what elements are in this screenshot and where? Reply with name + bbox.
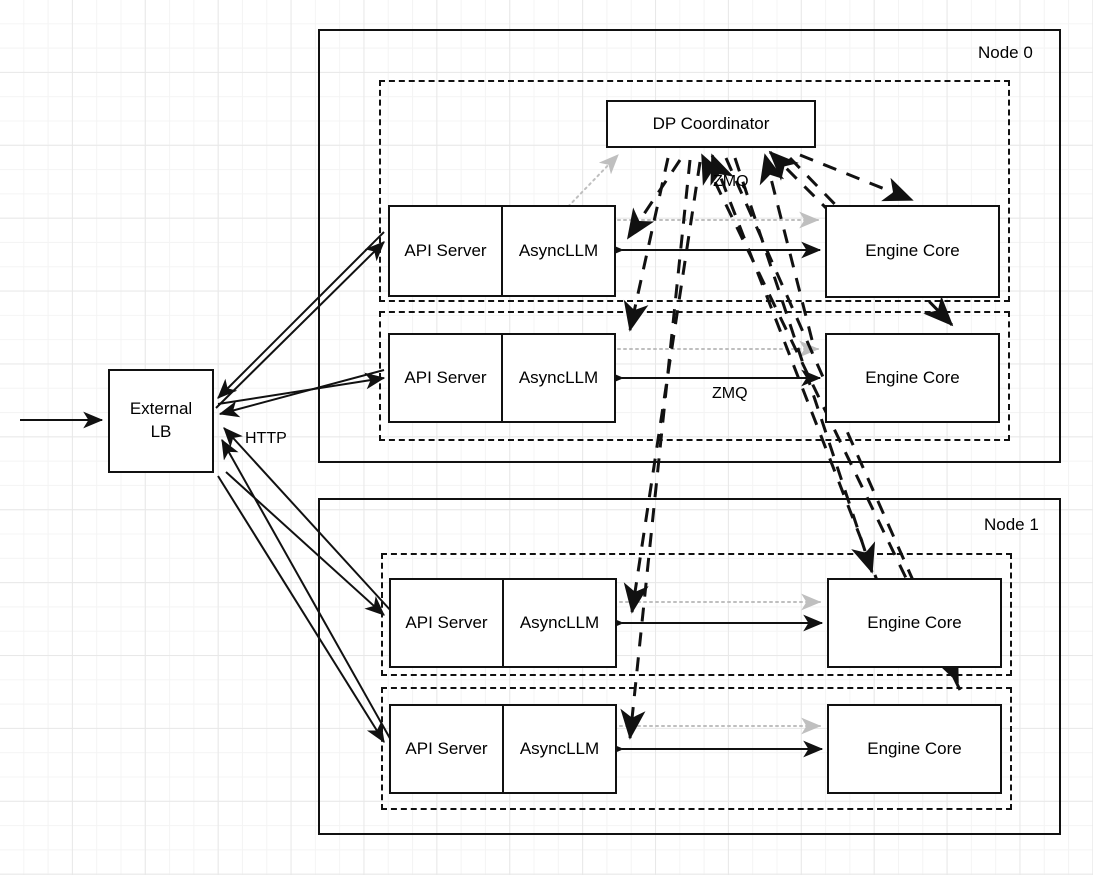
node-1-group-0-api-unit[interactable]: API Server AsyncLLM bbox=[389, 578, 617, 668]
node-0-label: Node 0 bbox=[978, 43, 1033, 62]
node-1-group-0-engine-core-label: Engine Core bbox=[867, 612, 962, 632]
node-0-group-1-async-llm[interactable]: AsyncLLM bbox=[518, 368, 599, 387]
node-0-group-1-boundary bbox=[379, 311, 1010, 441]
node-1-group-0-engine-core[interactable]: Engine Core bbox=[827, 578, 1002, 668]
dp-coordinator-label: DP Coordinator bbox=[652, 113, 770, 133]
node-1-group-0-api-server[interactable]: API Server bbox=[391, 580, 504, 666]
node-0-group-1-api-unit[interactable]: API Server AsyncLLM bbox=[388, 333, 616, 423]
node-0-group-0-api-server[interactable]: API Server bbox=[390, 207, 503, 295]
node-1-group-1-async-llm[interactable]: AsyncLLM bbox=[519, 739, 600, 758]
node-0-group-1-engine-core[interactable]: Engine Core bbox=[825, 333, 1000, 423]
node-1-group-1-engine-core[interactable]: Engine Core bbox=[827, 704, 1002, 794]
node-0-group-0-api-unit[interactable]: API Server AsyncLLM bbox=[388, 205, 616, 297]
coordinator-zmq-label: ZMQ bbox=[713, 173, 749, 190]
node-0-container bbox=[318, 29, 1061, 463]
node-0-group-0-async-llm[interactable]: AsyncLLM bbox=[518, 241, 599, 260]
node-1-group-1-engine-core-label: Engine Core bbox=[867, 738, 962, 758]
node-1-group-1-api-server[interactable]: API Server bbox=[391, 706, 504, 792]
external-lb-box[interactable]: External LB bbox=[108, 369, 214, 473]
node-0-group-0-engine-core-label: Engine Core bbox=[865, 241, 960, 261]
node-1-label: Node 1 bbox=[984, 515, 1039, 534]
node-1-group-0-boundary bbox=[381, 553, 1012, 676]
http-edge-label: HTTP bbox=[245, 430, 287, 447]
node-1-group-0-async-llm[interactable]: AsyncLLM bbox=[519, 613, 600, 632]
node-0-group-1-zmq-label: ZMQ bbox=[712, 385, 748, 402]
external-lb-label-line1: External bbox=[129, 399, 193, 419]
node-0-group-1-engine-core-label: Engine Core bbox=[865, 367, 960, 387]
node-0-group-0-boundary bbox=[379, 80, 1010, 302]
node-0-group-0-engine-core[interactable]: Engine Core bbox=[825, 205, 1000, 298]
node-1-group-1-boundary bbox=[381, 687, 1012, 810]
external-lb-label-line2: LB bbox=[150, 422, 172, 441]
node-0-group-1-api-server[interactable]: API Server bbox=[390, 335, 503, 421]
dp-coordinator-box[interactable]: DP Coordinator bbox=[606, 100, 816, 148]
node-1-group-1-api-unit[interactable]: API Server AsyncLLM bbox=[389, 704, 617, 794]
node-1-container bbox=[318, 498, 1061, 835]
